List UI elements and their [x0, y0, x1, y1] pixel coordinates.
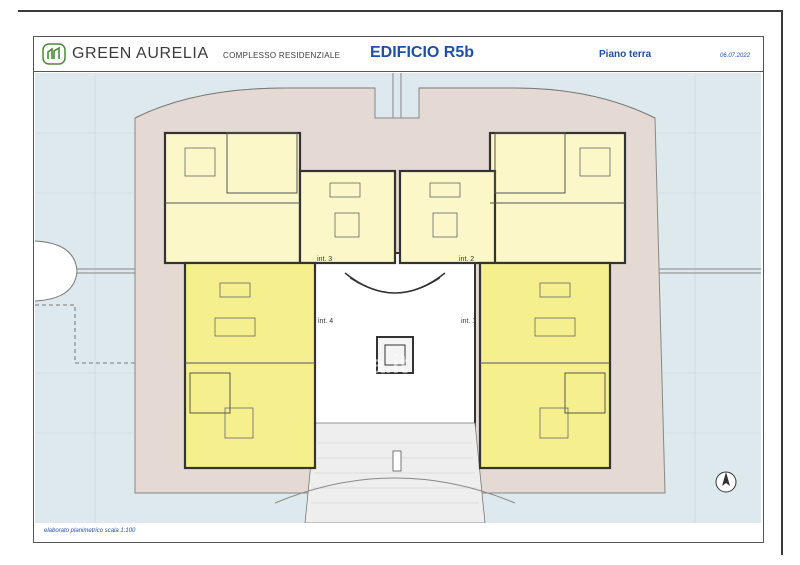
scale-note: elaborato planimetrico scala 1:100 [44, 528, 136, 534]
unit-int-2-bedrooms [488, 131, 627, 265]
furniture-sketch [184, 147, 611, 439]
unit-label-int-2: int. 2 [459, 256, 474, 263]
floor-plan-drawing: int. 3 int. 2 int. 4 int. 1 casa.it [35, 73, 761, 523]
floor-label: Piano terra [599, 49, 652, 60]
terrace-curve [134, 87, 375, 119]
unit-int-3-bath [226, 132, 298, 194]
top-rule [18, 10, 781, 12]
unit-int-2-living [398, 169, 497, 265]
building-title: EDIFICIO R5b [370, 44, 475, 61]
round-planter [35, 240, 78, 302]
brand-name: GREEN AURELIA [72, 45, 209, 62]
terrace-curve [419, 87, 656, 119]
front-arc [274, 477, 516, 504]
brand-subtitle: COMPLESSO RESIDENZIALE [223, 51, 341, 60]
plan-date: 06.07.2022 [720, 53, 751, 59]
unit-label-int-1: int. 1 [461, 318, 476, 325]
watermark: casa.it [327, 349, 408, 379]
floor-plan-sheet: GREEN AURELIA COMPLESSO RESIDENZIALE EDI… [33, 36, 764, 543]
title-bar: GREEN AURELIA COMPLESSO RESIDENZIALE EDI… [34, 37, 763, 72]
right-rule [781, 10, 783, 555]
unit-int-3-living [298, 169, 397, 265]
unit-int-1 [478, 261, 612, 470]
green-aurelia-logo-icon [42, 43, 66, 65]
unit-label-int-3: int. 3 [317, 256, 332, 263]
entrance-stair [349, 277, 441, 294]
elevator-car [384, 344, 406, 366]
entrance-post [392, 450, 402, 472]
boundary-dashed [35, 304, 147, 364]
unit-int-1-bath [564, 372, 606, 414]
unit-int-2-bath [494, 132, 566, 194]
unit-int-4-bath [189, 372, 231, 414]
north-arrow-icon [715, 471, 737, 493]
unit-label-int-4: int. 4 [318, 318, 333, 325]
elevator-shaft [376, 336, 414, 374]
